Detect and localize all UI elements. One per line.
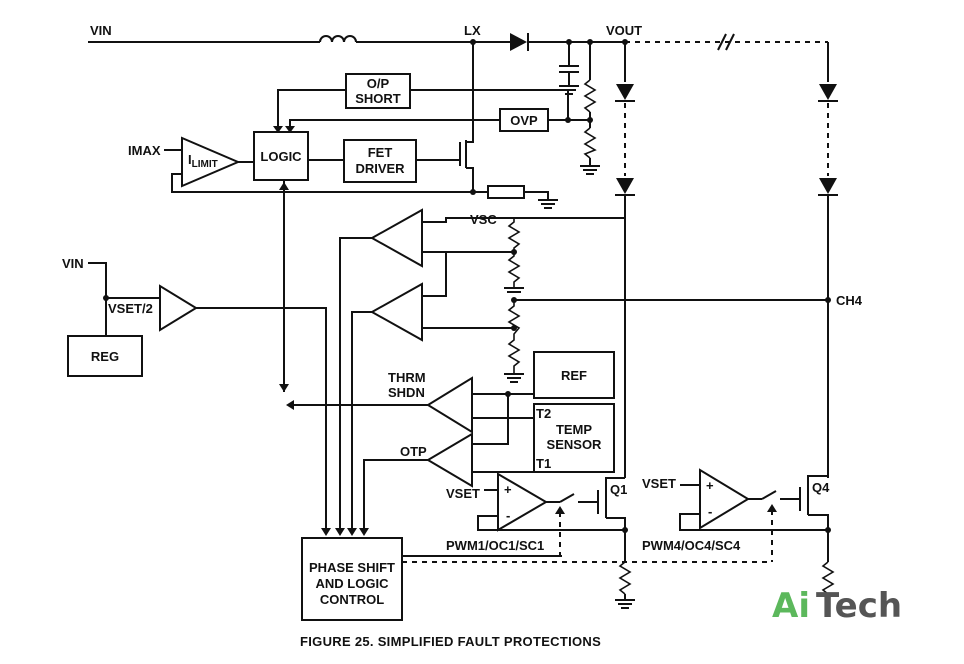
vin-top-label: VIN (90, 23, 112, 38)
phase-label-1: PHASE SHIFT (309, 560, 395, 575)
t1-label: T1 (536, 456, 551, 471)
otp-comparator-icon (426, 432, 473, 488)
pwm4-label: PWM4/OC4/SC4 (642, 538, 741, 553)
led-icon (615, 178, 635, 196)
thrm-label: THRM (388, 370, 426, 385)
led-string-ch4 (818, 42, 838, 478)
inductor-icon (319, 35, 357, 43)
fet-driver-block (343, 139, 417, 183)
lx-label: LX (464, 23, 481, 38)
power-mosfet-icon (459, 42, 476, 195)
vset2-label: VSET/2 (108, 301, 153, 316)
vin-left-label: VIN (62, 256, 84, 271)
ilimit-i-label: ILIMIT (188, 152, 218, 170)
figure-caption: FIGURE 25. SIMPLIFIED FAULT PROTECTIONS (300, 634, 601, 649)
sense-resistor-icon (487, 185, 525, 199)
ovp-divider-resistor-icon (580, 42, 600, 175)
phase-shift-logic-block (301, 537, 403, 621)
phase-label-3: CONTROL (320, 592, 384, 607)
shdn-label: SHDN (388, 385, 425, 400)
q4-error-amp-icon (699, 468, 750, 530)
phase-label-2: AND LOGIC (316, 576, 390, 591)
q4-minus: - (708, 504, 712, 519)
ref-block (533, 351, 615, 399)
q4-plus: + (706, 478, 714, 493)
temp-sensor-label-1: TEMP (556, 422, 592, 437)
temp-sensor-block (533, 403, 615, 473)
q1-plus: + (504, 482, 512, 497)
q1-minus: - (506, 508, 510, 523)
watermark-part1: Ai (772, 586, 810, 626)
q1-error-amp-icon (497, 472, 548, 532)
ch4-label: CH4 (836, 293, 863, 308)
led-icon (818, 178, 838, 196)
ilimit-comparator-icon (181, 136, 241, 188)
led-string-ch1 (615, 42, 635, 478)
vin-rail (88, 33, 828, 51)
q1-mosfet-icon (597, 477, 626, 530)
watermark-part2: Tech (816, 586, 902, 626)
output-capacitor-icon (559, 42, 579, 95)
q1-label: Q1 (610, 482, 627, 497)
sc-comparator-icon (369, 208, 423, 268)
vout-label: VOUT (606, 23, 642, 38)
aitech-watermark-logo: Ai Tech (772, 586, 902, 626)
imax-label: IMAX (128, 143, 161, 158)
vset2-buffer-icon (159, 284, 198, 332)
led-icon (615, 84, 635, 102)
led-icon (818, 84, 838, 102)
temp-sensor-label-2: SENSOR (547, 437, 603, 452)
q4-label: Q4 (812, 480, 830, 495)
logic-block (253, 131, 309, 181)
ovp-label: OVP (510, 113, 538, 128)
op-short-label-2: SHORT (355, 91, 401, 106)
otp-label: OTP (400, 444, 427, 459)
op-short-block (345, 73, 411, 109)
vset-q4-label: VSET (642, 476, 676, 491)
fet-driver-label-1: FET (368, 145, 393, 160)
vset-q1-label: VSET (446, 486, 480, 501)
thrm-shdn-comparator-icon (426, 376, 473, 434)
fet-driver-label-2: DRIVER (355, 161, 405, 176)
q4-mosfet-icon (799, 475, 829, 530)
reg-label: REG (91, 349, 119, 364)
pwm1-label: PWM1/OC1/SC1 (446, 538, 544, 553)
vsc-label: VSC (470, 212, 497, 227)
logic-label: LOGIC (260, 149, 302, 164)
ch-comparator-icon (369, 282, 423, 342)
t2-label: T2 (536, 406, 551, 421)
reg-block (67, 335, 143, 377)
schottky-diode-icon (510, 33, 529, 51)
ref-label: REF (561, 368, 587, 383)
op-short-label-1: O/P (367, 76, 390, 91)
